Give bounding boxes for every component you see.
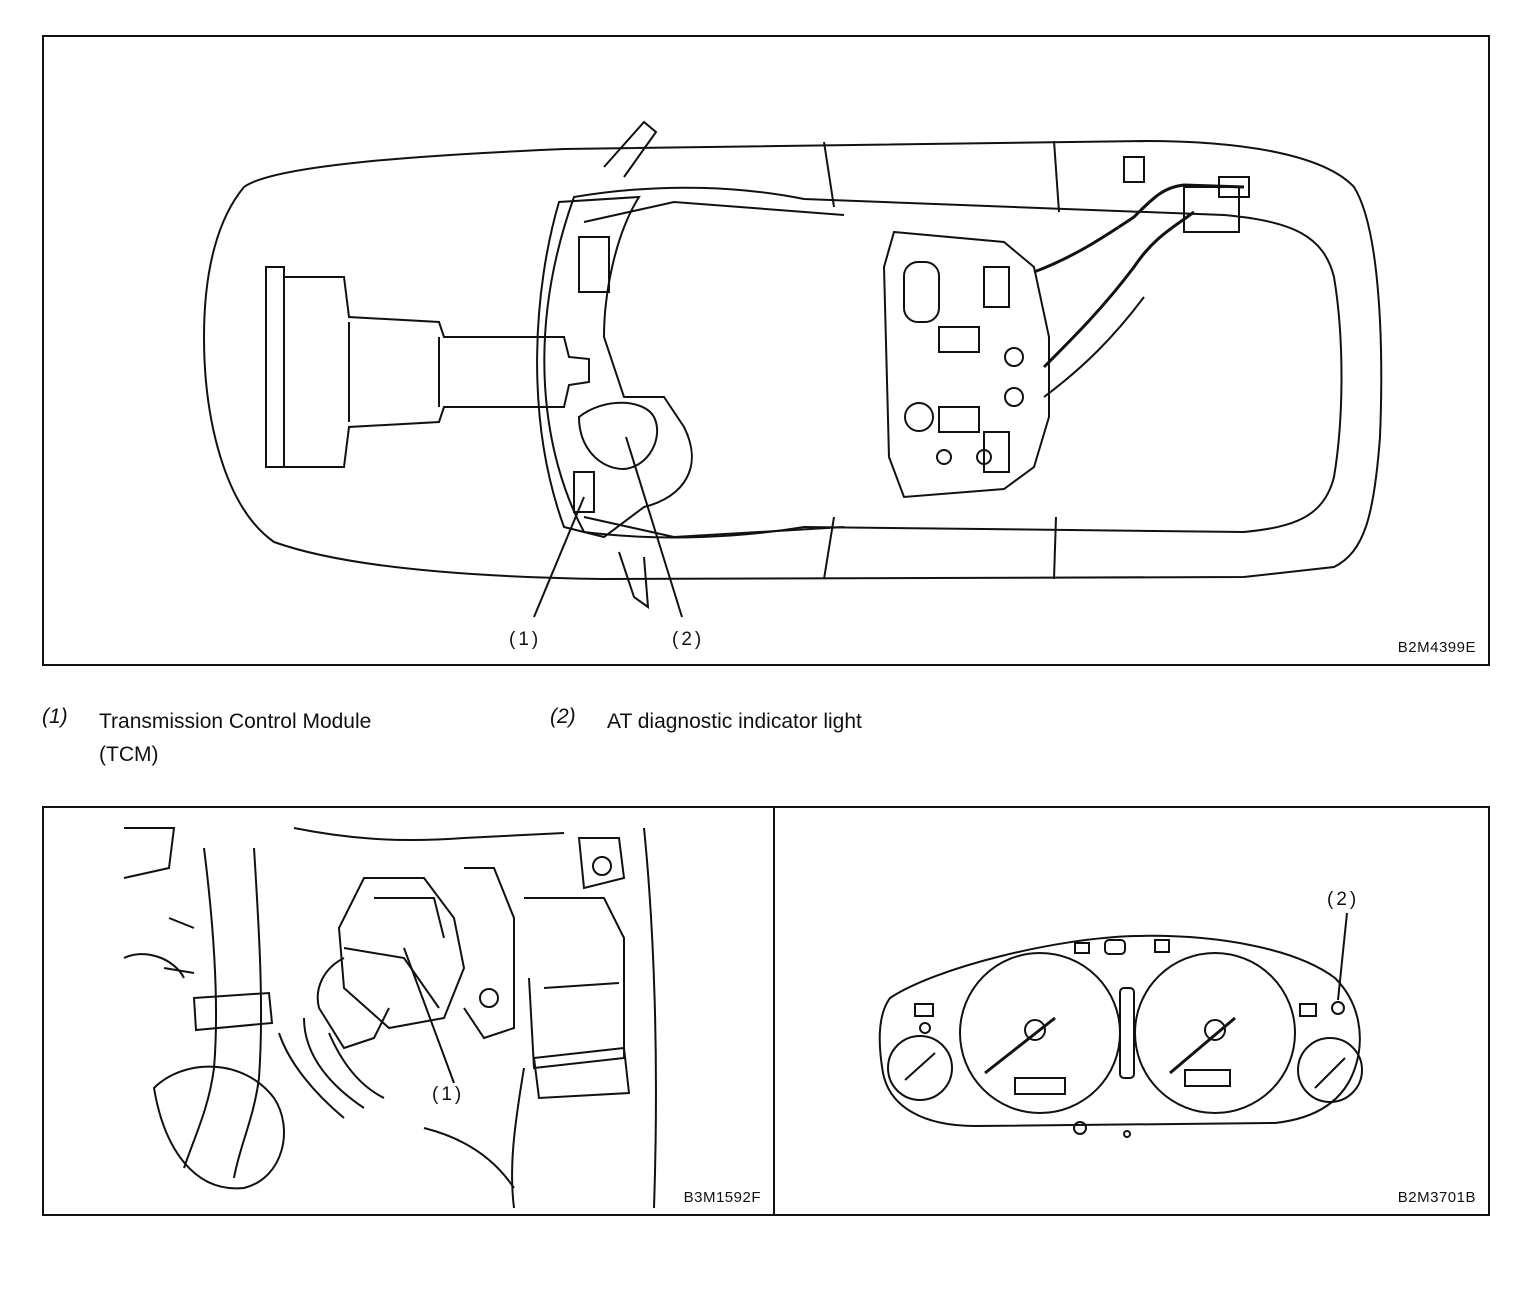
a-pillar-top (603, 120, 658, 178)
tcm-box (573, 471, 595, 513)
speedometer (959, 952, 1121, 1114)
tcm-callout-leader (403, 947, 455, 1084)
tcm-callout: (1) (432, 1084, 464, 1105)
callout-2: (2) (672, 629, 704, 650)
dashboard-outline (536, 195, 693, 539)
left-small-gauge (887, 1035, 953, 1101)
callout-2-leader (625, 436, 683, 618)
a-pillar-bottom (618, 551, 650, 610)
legend-number-1: (1) (42, 705, 68, 728)
cluster-callout-leader (1337, 912, 1348, 1001)
legend-text-1: Transmission Control Module (TCM) (99, 705, 371, 771)
callout-1: (1) (509, 629, 541, 650)
top-figure-panel: (1) (2) B2M4399E (42, 35, 1490, 666)
callout-1-leader (533, 496, 585, 618)
instrument-cluster-drawing: (2) (878, 889, 1363, 1138)
tcm-connector-drawing: (1) (123, 827, 657, 1209)
tcm-detail-panel: (1) B3M1592F (42, 806, 775, 1216)
legend-item-1: (1) Transmission Control Module (TCM) (42, 705, 502, 775)
figure-code: B3M1592F (683, 1189, 761, 1206)
car-body-outline (202, 139, 1383, 581)
cabin-outline (543, 186, 1343, 539)
legend-line-2a: AT diagnostic indicator light (607, 710, 862, 733)
legend-line-1a: Transmission Control Module (99, 710, 372, 733)
at-indicator-lamp (1331, 1001, 1345, 1015)
wiring-harness (1033, 183, 1245, 274)
cluster-detail-panel: (2) B2M3701B (773, 806, 1490, 1216)
transmission-housing (265, 266, 285, 468)
cluster-outline (878, 934, 1361, 1128)
legend-number-2: (2) (550, 705, 576, 728)
tcm-module-body (337, 877, 466, 1030)
right-small-gauge (1297, 1037, 1363, 1103)
tcm-connector (316, 957, 390, 1050)
figure-code: B2M4399E (1397, 639, 1476, 656)
legend-line-1b: (TCM) (99, 743, 159, 766)
indicator-light-housing (577, 401, 659, 471)
figure-code: B2M3701B (1397, 1189, 1476, 1206)
legend-item-2: (2) AT diagnostic indicator light (550, 705, 970, 745)
vehicle-top-view-drawing: (1) (2) (202, 120, 1383, 650)
legend-text-2: AT diagnostic indicator light (607, 705, 862, 738)
cluster-callout: (2) (1327, 889, 1359, 910)
